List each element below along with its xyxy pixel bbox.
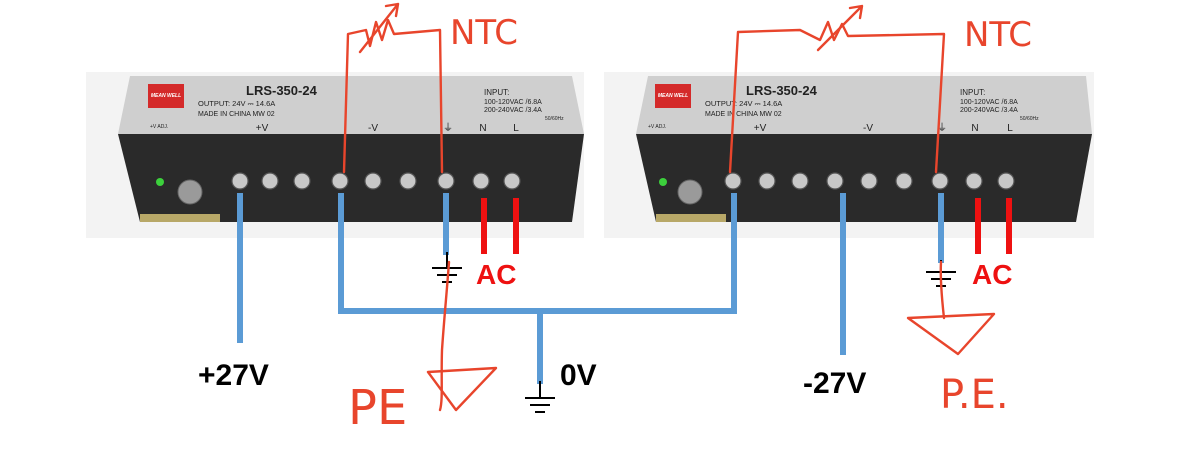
terminal-screw bbox=[826, 172, 844, 190]
terminal-screw bbox=[261, 172, 279, 190]
terminal-screw bbox=[965, 172, 983, 190]
psu-input-freq: 50/60Hz bbox=[545, 116, 564, 122]
label-ntc-left: NTC bbox=[450, 13, 518, 53]
adjust-potentiometer bbox=[177, 179, 203, 205]
psu-model: LRS-350-24 bbox=[246, 83, 318, 98]
psu-top-plate bbox=[636, 76, 1092, 134]
psu-input-title: INPUT: bbox=[484, 88, 509, 97]
terminal-label-plus-v: +V bbox=[754, 123, 767, 134]
terminal-screw bbox=[399, 172, 417, 190]
terminal-screw bbox=[231, 172, 249, 190]
hand-annotation-left bbox=[342, 2, 498, 412]
power-led bbox=[156, 178, 164, 186]
power-supply-left: MEAN WELL LRS-350-24 OUTPUT: 24V ⎓ 14.6A… bbox=[86, 72, 584, 238]
psu-output-rating: OUTPUT: 24V ⎓ 14.6A bbox=[198, 99, 275, 108]
psu-made-in: MADE IN CHINA MW 02 bbox=[705, 111, 782, 118]
terminal-screw bbox=[791, 172, 809, 190]
terminal-label-ground: ⏚ bbox=[443, 122, 453, 134]
label-ntc-right: NTC bbox=[964, 15, 1032, 55]
label-pe-left: PE bbox=[348, 380, 407, 436]
label-ac-left: AC bbox=[476, 259, 516, 290]
pe-wire-right bbox=[939, 260, 946, 320]
ground-symbol-zero bbox=[525, 381, 555, 413]
terminal-screws bbox=[231, 172, 521, 190]
ntc-wire-right bbox=[728, 20, 946, 174]
meanwell-logo bbox=[148, 84, 184, 108]
terminal-screw bbox=[895, 172, 913, 190]
psu-model: LRS-350-24 bbox=[746, 83, 818, 98]
psu-pcb-edge bbox=[140, 214, 220, 222]
label-ac-right: AC bbox=[972, 259, 1012, 290]
terminal-screw bbox=[758, 172, 776, 190]
logo-mark: MEAN WELL bbox=[151, 93, 181, 99]
terminal-screw bbox=[997, 172, 1015, 190]
power-led bbox=[659, 178, 667, 186]
terminal-label-ground: ⏚ bbox=[937, 122, 947, 134]
adjust-potentiometer bbox=[677, 179, 703, 205]
terminal-screw bbox=[503, 172, 521, 190]
terminal-label-plus-v: +V bbox=[256, 123, 269, 134]
psu-input-freq: 50/60Hz bbox=[1020, 116, 1039, 122]
terminal-screw bbox=[331, 172, 349, 190]
pe-symbol-right bbox=[906, 312, 996, 356]
terminal-label-l: L bbox=[513, 123, 519, 134]
pe-wire-left bbox=[438, 260, 451, 412]
ntc-wire-left bbox=[342, 18, 444, 174]
red-ac-wiring bbox=[481, 198, 1012, 254]
terminal-screw bbox=[860, 172, 878, 190]
terminal-screw bbox=[437, 172, 455, 190]
terminal-screws bbox=[724, 172, 1015, 190]
label-zero-volt: 0V bbox=[560, 359, 597, 392]
psu-input-line1: 100-120VAC /6.8A bbox=[484, 99, 542, 106]
ntc-arrow-left bbox=[358, 2, 400, 54]
terminal-screw bbox=[364, 172, 382, 190]
label-minus-27v: -27V bbox=[803, 367, 866, 400]
ntc-arrow-right bbox=[816, 4, 864, 52]
psu-input-line2: 200-240VAC /3.4A bbox=[960, 107, 1018, 114]
terminal-screw bbox=[472, 172, 490, 190]
adj-label: +V ADJ. bbox=[648, 124, 666, 130]
terminal-screw bbox=[724, 172, 742, 190]
pe-symbol-left bbox=[426, 366, 498, 412]
psu-output-rating: OUTPUT: 24V ⎓ 14.6A bbox=[705, 99, 782, 108]
psu-pcb-edge bbox=[656, 214, 726, 222]
blue-wiring bbox=[237, 193, 944, 384]
terminal-label-n: N bbox=[971, 123, 978, 134]
terminal-label-minus-v: -V bbox=[863, 123, 873, 134]
terminal-label-l: L bbox=[1007, 123, 1013, 134]
power-supply-right: MEAN WELL LRS-350-24 OUTPUT: 24V ⎓ 14.6A… bbox=[604, 72, 1094, 238]
psu-made-in: MADE IN CHINA MW 02 bbox=[198, 111, 275, 118]
psu-terminal-block bbox=[118, 134, 584, 222]
adj-label: +V ADJ. bbox=[150, 124, 168, 130]
label-pe-right: P.E. bbox=[940, 372, 1009, 418]
terminal-label-n: N bbox=[479, 123, 486, 134]
meanwell-logo bbox=[655, 84, 691, 108]
psu-top-plate bbox=[118, 76, 584, 134]
label-plus-27v: +27V bbox=[198, 359, 269, 392]
logo-mark: MEAN WELL bbox=[658, 93, 688, 99]
psu-input-title: INPUT: bbox=[960, 88, 985, 97]
psu-input-line2: 200-240VAC /3.4A bbox=[484, 107, 542, 114]
terminal-label-minus-v: -V bbox=[368, 123, 378, 134]
psu-input-line1: 100-120VAC /6.8A bbox=[960, 99, 1018, 106]
terminal-screw bbox=[931, 172, 949, 190]
hand-annotation-right bbox=[728, 4, 996, 356]
terminal-screw bbox=[293, 172, 311, 190]
